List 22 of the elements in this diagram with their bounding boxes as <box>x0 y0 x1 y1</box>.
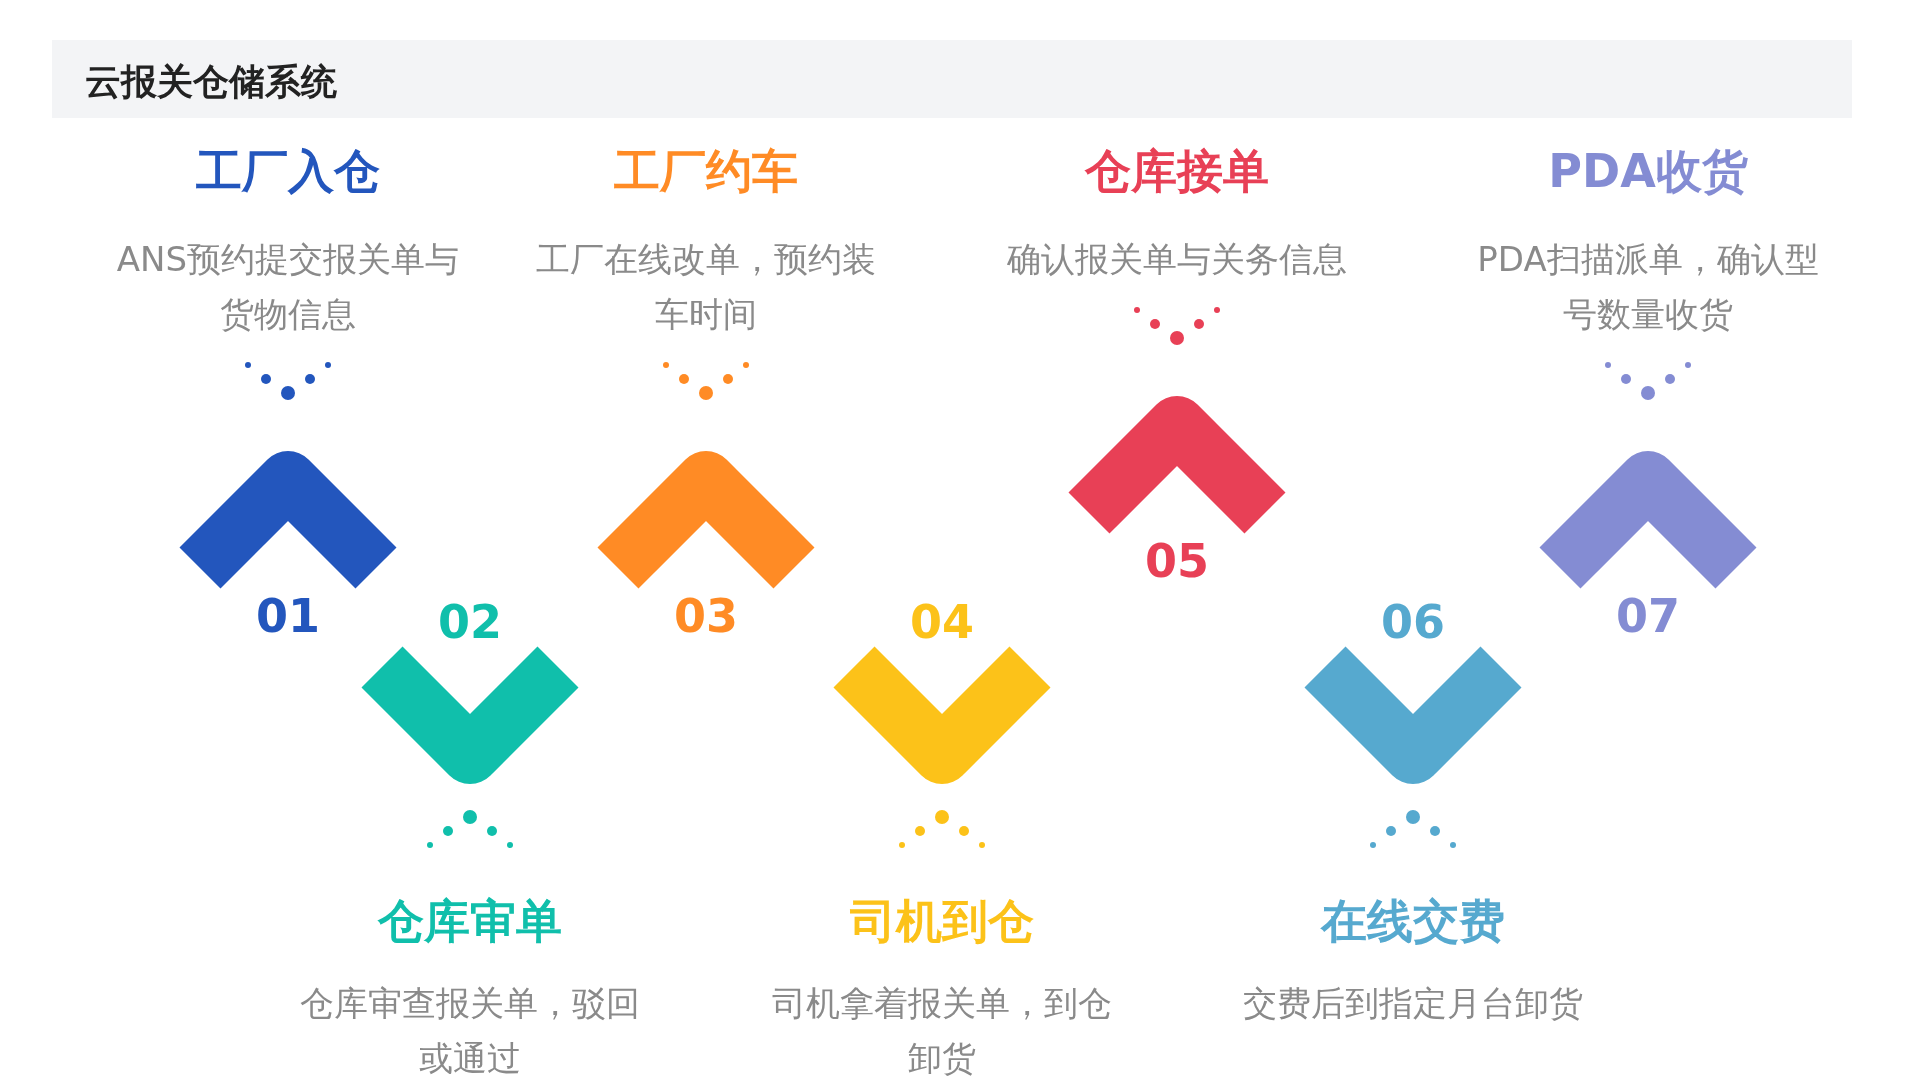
step-title: 仓库接单 <box>1085 143 1269 200</box>
step-title: 工厂约车 <box>614 143 798 200</box>
step-title: 仓库审单 <box>378 893 562 950</box>
step-number: 04 <box>910 595 974 649</box>
step-title: 工厂入仓 <box>196 143 380 200</box>
step-number: 02 <box>438 595 502 649</box>
step-number: 01 <box>256 589 320 643</box>
step-description: 确认报关单与关务信息 <box>1007 238 1347 281</box>
step-description: 交费后到指定月台卸货 <box>1243 982 1583 1025</box>
step-number: 07 <box>1616 589 1680 643</box>
step-number: 03 <box>674 589 738 643</box>
step-number: 06 <box>1381 595 1445 649</box>
step-description: 仓库审查报关单，驳回或通过 <box>299 982 641 1080</box>
step-description: 司机拿着报关单，到仓卸货 <box>771 982 1113 1080</box>
step-description: PDA扫描派单，确认型号数量收货 <box>1476 238 1820 336</box>
diagram-title: 云报关仓储系统 <box>85 60 337 104</box>
step-title: 在线交费 <box>1321 893 1505 950</box>
step-description: ANS预约提交报关单与货物信息 <box>115 238 461 336</box>
step-number: 05 <box>1145 534 1209 588</box>
step-title: PDA收货 <box>1548 143 1748 200</box>
step-description: 工厂在线改单，预约装车时间 <box>535 238 877 336</box>
step-title: 司机到仓 <box>850 893 1034 950</box>
